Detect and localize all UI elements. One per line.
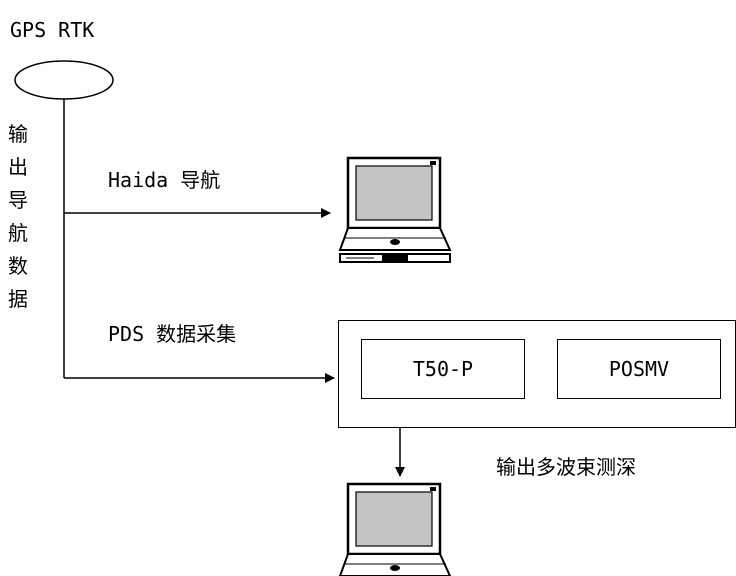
gps-antenna-icon xyxy=(14,60,114,100)
vertical-label-char: 据 xyxy=(8,287,28,311)
vertical-label-char: 数 xyxy=(8,254,28,278)
laptop-icon xyxy=(338,156,452,263)
gps-rtk-title: GPS RTK xyxy=(10,18,95,42)
t50-p-label: T50-P xyxy=(412,357,474,381)
vertical-label-char: 导 xyxy=(8,188,28,212)
vertical-label-char: 输 xyxy=(8,122,28,146)
haida-navigation-label: Haida 导航 xyxy=(108,168,221,192)
vertical-label-char: 航 xyxy=(8,221,28,245)
t50-p-box: T50-P xyxy=(361,339,525,399)
system-box: T50-P POSMV xyxy=(338,320,736,428)
vertical-label-char: 出 xyxy=(8,155,28,179)
posmv-label: POSMV xyxy=(608,357,670,381)
laptop-icon xyxy=(338,482,452,576)
posmv-box: POSMV xyxy=(557,339,721,399)
vertical-label: 输 出 导 航 数 据 xyxy=(6,118,30,316)
multibeam-output-label: 输出多波束测深 xyxy=(496,455,636,479)
pds-data-collection-label: PDS 数据采集 xyxy=(108,322,237,346)
